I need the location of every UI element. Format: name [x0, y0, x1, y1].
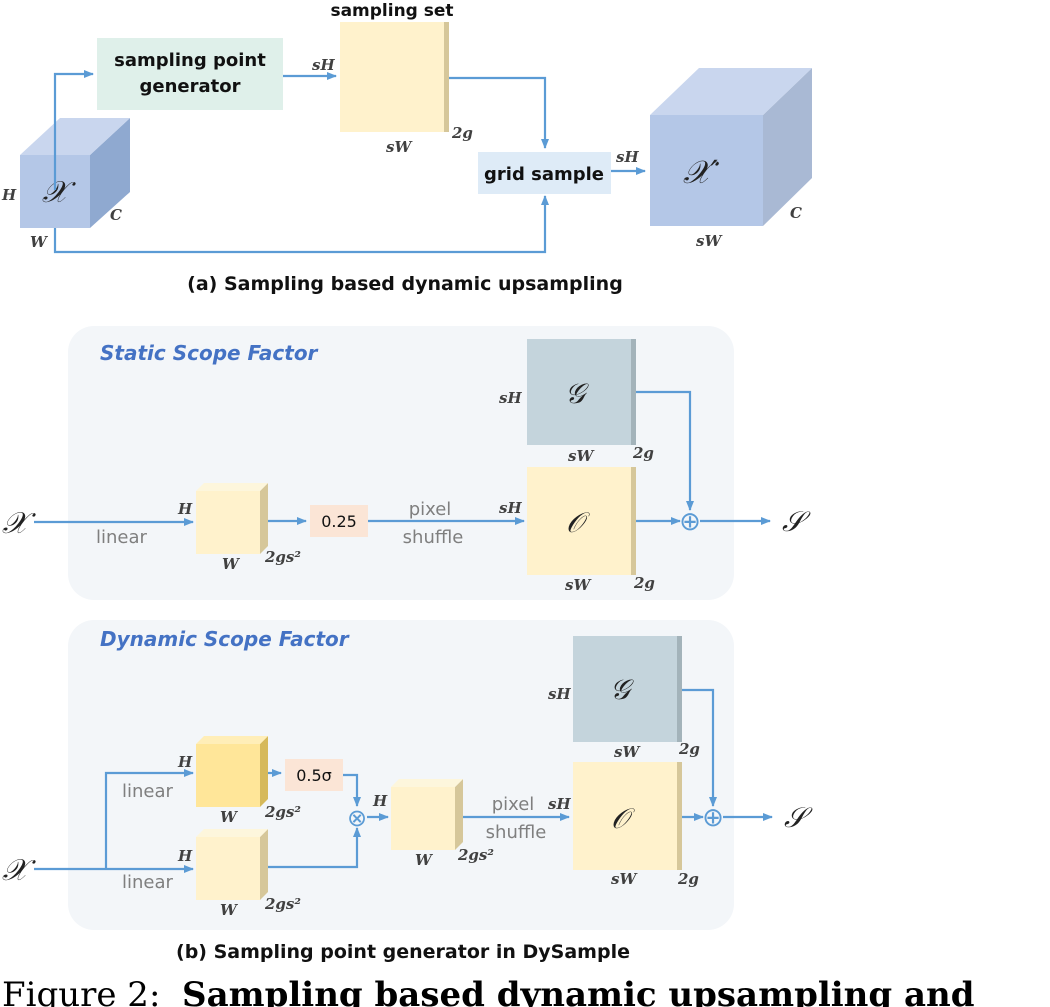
dynamic-feature-mid-c: 2gs² — [457, 846, 494, 864]
static-scope-title: Static Scope Factor — [100, 341, 319, 365]
dynamic-scope-title: Dynamic Scope Factor — [100, 627, 350, 651]
grid-sample-label: grid sample — [484, 164, 604, 185]
static-plus-icon: ⊕ — [679, 507, 701, 537]
dynamic-shuffle-label: shuffle — [486, 822, 547, 843]
generator-line2: generator — [140, 76, 241, 97]
dynamic-feature-top-w: W — [220, 808, 239, 826]
figure-caption-number: Figure 2 — [2, 975, 149, 1007]
dynamic-linear-bottom-label: linear — [122, 872, 174, 893]
dynamic-feature-bottom-block — [196, 829, 268, 900]
static-offset-w: sW — [565, 576, 592, 594]
figure-caption: Figure 2: Sampling based dynamic upsampl… — [0, 975, 1050, 1007]
dynamic-grid-c: 2g — [678, 740, 700, 758]
sampling-set-c: 2g — [451, 124, 473, 142]
dynamic-arrow-bottom-times — [268, 827, 361, 869]
static-factor-box — [310, 505, 368, 537]
panel-b-caption: (b) Sampling point generator in DySample — [176, 941, 630, 963]
output-h: sH — [616, 148, 639, 166]
static-feature-h: H — [177, 500, 193, 518]
static-linear-label: linear — [96, 527, 148, 548]
dynamic-plus-icon: ⊕ — [702, 803, 724, 833]
dynamic-grid-block — [573, 636, 682, 742]
dynamic-pixel-label: pixel — [492, 794, 535, 815]
panel-a: 𝒳 H W C sampling point generator samplin… — [1, 1, 812, 295]
static-pixel-label: pixel — [409, 499, 452, 520]
static-grid-w: sW — [568, 447, 595, 465]
grid-sample-box — [478, 152, 611, 194]
dynamic-feature-bottom-h: H — [177, 847, 193, 865]
static-factor-label: 0.25 — [321, 512, 357, 531]
dynamic-scope-panel: Dynamic Scope Factor 𝒳 linear linear H W… — [2, 620, 813, 930]
figure-caption-text: Sampling based dynamic upsampling and — [182, 975, 975, 1007]
output-symbol: 𝒳′ — [683, 153, 720, 191]
output-cube — [650, 68, 812, 226]
static-arrow-grid-plus — [636, 390, 694, 511]
dynamic-arrow-factor-times — [343, 773, 361, 807]
dynamic-feature-top-c: 2gs² — [264, 803, 301, 821]
dynamic-arrow-grid-plus — [682, 688, 717, 807]
output-c: C — [790, 204, 802, 222]
static-feature-block — [196, 483, 268, 554]
dynamic-grid-w: sW — [614, 743, 641, 761]
dynamic-feature-mid-block — [391, 779, 463, 850]
input-h-label: H — [1, 186, 17, 204]
input-w-label: W — [30, 233, 49, 251]
static-shuffle-label: shuffle — [403, 527, 464, 548]
static-offset-block — [527, 467, 636, 575]
static-feature-c: 2gs² — [264, 548, 301, 566]
dynamic-offset-w: sW — [611, 870, 638, 888]
static-feature-w: W — [222, 555, 241, 573]
static-grid-block — [527, 339, 636, 445]
static-scope-panel: Static Scope Factor 𝒳 linear H W 2gs² 0.… — [2, 326, 811, 600]
dynamic-factor-box — [285, 759, 343, 791]
dynamic-feature-bottom-w: W — [220, 901, 239, 919]
dynamic-offset-c: 2g — [677, 870, 699, 888]
static-output-symbol: 𝒮 — [782, 505, 811, 538]
dynamic-factor-label: 0.5σ — [296, 766, 332, 785]
sampling-set-title: sampling set — [330, 1, 453, 21]
input-cube — [20, 118, 130, 228]
dynamic-feature-top-block — [196, 736, 268, 807]
dynamic-input-symbol: 𝒳 — [2, 853, 36, 888]
static-grid-c: 2g — [632, 444, 654, 462]
sampling-set-h: sH — [312, 56, 335, 74]
generator-line1: sampling point — [114, 50, 266, 71]
sampling-set-w: sW — [386, 138, 413, 156]
panel-a-caption: (a) Sampling based dynamic upsampling — [187, 273, 623, 295]
dynamic-times-icon: ⊗ — [347, 804, 367, 832]
dynamic-offset-h: sH — [548, 795, 571, 813]
arrow-sampling-set-to-grid-sample — [449, 76, 549, 149]
static-input-symbol: 𝒳 — [2, 506, 36, 541]
input-c-label: C — [110, 206, 122, 224]
static-grid-h: sH — [499, 389, 522, 407]
static-offset-h: sH — [499, 499, 522, 517]
static-offset-c: 2g — [633, 574, 655, 592]
dynamic-grid-h: sH — [548, 685, 571, 703]
sampling-point-generator-box — [97, 38, 283, 110]
dynamic-output-symbol: 𝒮 — [784, 801, 813, 834]
dynamic-arrow-input-top — [104, 769, 194, 869]
arrow-input-to-generator — [53, 70, 94, 190]
output-w: sW — [696, 232, 723, 250]
sampling-set-block — [340, 22, 449, 132]
arrow-input-to-grid-sample — [53, 195, 549, 254]
dynamic-offset-block — [573, 762, 682, 870]
dynamic-feature-mid-w: W — [415, 851, 434, 869]
dynamic-feature-bottom-c: 2gs² — [264, 895, 301, 913]
dynamic-feature-top-h: H — [177, 753, 193, 771]
dynamic-feature-mid-h: H — [372, 792, 388, 810]
dynamic-linear-top-label: linear — [122, 781, 174, 802]
